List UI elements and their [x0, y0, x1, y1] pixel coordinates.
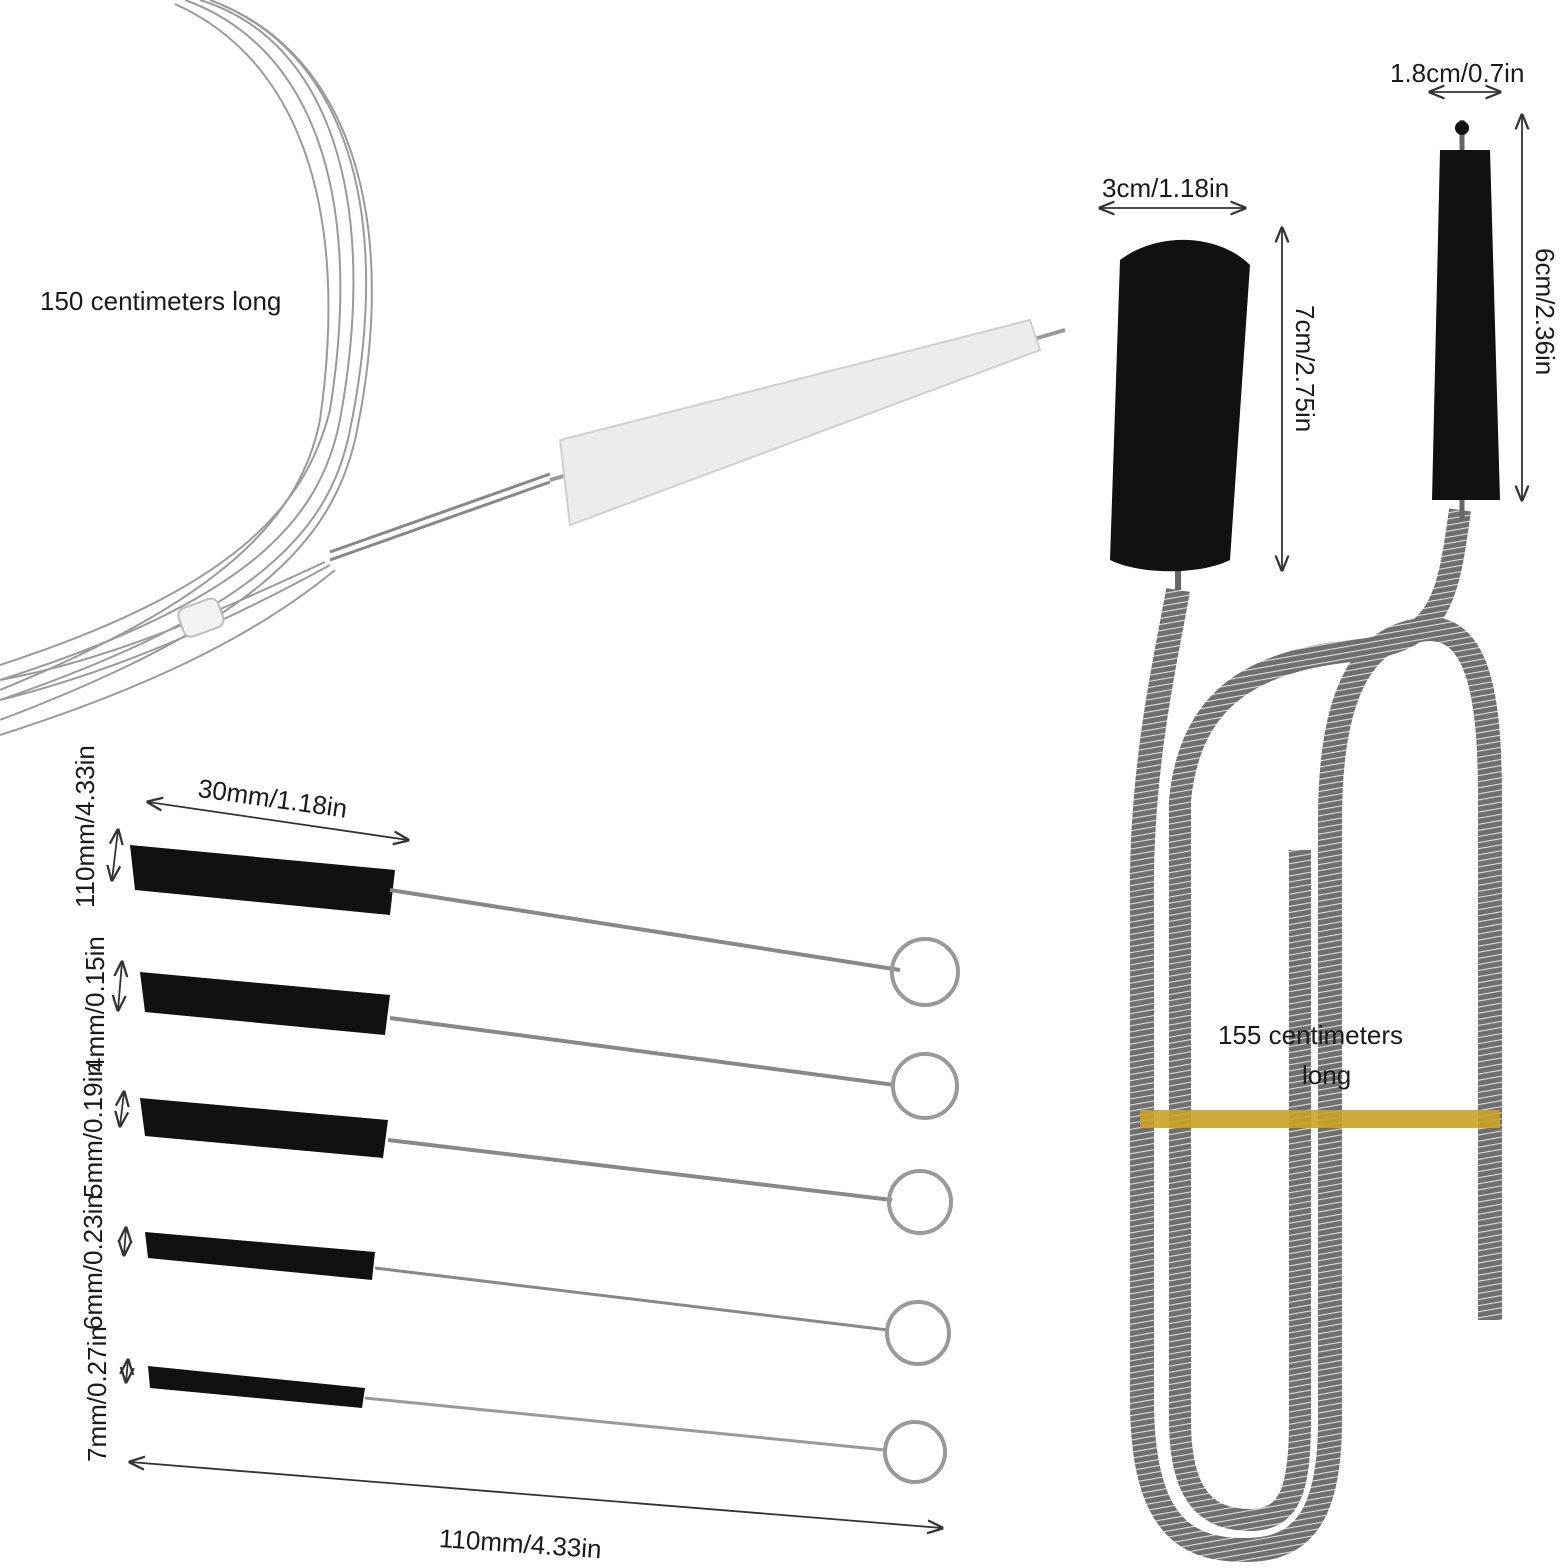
- hose-coil-inner: [1169, 508, 1471, 1532]
- large-head-width-label: 3cm/1.18in: [1102, 173, 1230, 203]
- wire-cleaner-length-label: 150 centimeters long: [40, 286, 282, 316]
- wire-cleaner-spring: [329, 472, 551, 562]
- large-head-height-label: 7cm/2.75in: [1290, 305, 1320, 433]
- wire-cleaner-brush: [0, 0, 1066, 736]
- small-brush-2: [140, 972, 959, 1120]
- small-brush-head: [1432, 120, 1500, 520]
- wire-cleaner-bristles: [558, 318, 1042, 527]
- wire-cleaner-strands: [0, 0, 373, 736]
- small-head-height-label: 6cm/2.36in: [1530, 248, 1560, 376]
- small-brush-5: [148, 1366, 947, 1484]
- small-head-width-label: 1.8cm/0.7in: [1390, 58, 1525, 88]
- hose-tie: [1140, 1110, 1500, 1128]
- hose-brush: [1110, 120, 1502, 1563]
- small-brush-4: [145, 1232, 951, 1366]
- brush-2-diameter-label: 4mm/0.15in: [80, 936, 110, 1072]
- small-brush-3: [140, 1098, 953, 1235]
- hose-length-label-line2: long: [1302, 1060, 1352, 1090]
- dimension-arrows: [112, 92, 1522, 1528]
- wire-cleaner-clip: [177, 597, 225, 638]
- brush-4-diameter-label: 6mm/0.23in: [78, 1194, 108, 1330]
- arrow-total-length: [130, 1462, 942, 1528]
- large-brush-head: [1110, 239, 1250, 590]
- brush-3-diameter-label: 5mm/0.19in: [78, 1062, 108, 1198]
- brush-1-diameter-label: 110mm/4.33in: [70, 745, 100, 908]
- hose-coil-outer: [1129, 588, 1502, 1563]
- arrow-head-length: [148, 802, 408, 840]
- brush-5-diameter-label: 7mm/0.27in: [82, 1326, 112, 1462]
- small-brush-1: [130, 845, 960, 1007]
- small-brush-set: [130, 845, 960, 1484]
- hose-length-label-line1: 155 centimeters: [1218, 1020, 1403, 1050]
